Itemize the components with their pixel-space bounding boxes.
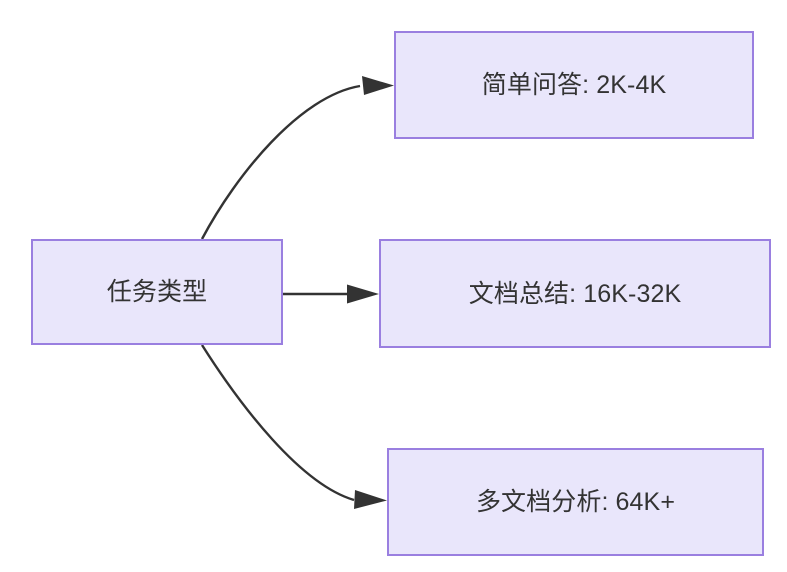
edge-source-to-doc-summary [283, 284, 379, 304]
arrowhead-icon [347, 284, 379, 304]
arrowhead-icon [362, 76, 394, 95]
node-doc-summary-label: 文档总结: 16K-32K [468, 279, 682, 308]
node-simple-qa-label: 简单问答: 2K-4K [481, 71, 667, 99]
node-simple-qa[interactable]: 简单问答: 2K-4K [394, 31, 754, 139]
node-multi-doc[interactable]: 多文档分析: 64K+ [387, 448, 764, 556]
node-task-type-label: 任务类型 [106, 278, 208, 306]
edge-source-to-simple-qa-line [200, 84, 361, 240]
node-multi-doc-label: 多文档分析: 64K+ [475, 488, 676, 516]
edge-source-to-multi-doc [200, 344, 387, 509]
edge-source-to-multi-doc-line [200, 344, 355, 502]
arrowhead-icon [354, 490, 387, 509]
node-doc-summary[interactable]: 文档总结: 16K-32K [379, 239, 771, 348]
edge-source-to-simple-qa [200, 76, 394, 240]
node-task-type[interactable]: 任务类型 [31, 239, 283, 345]
